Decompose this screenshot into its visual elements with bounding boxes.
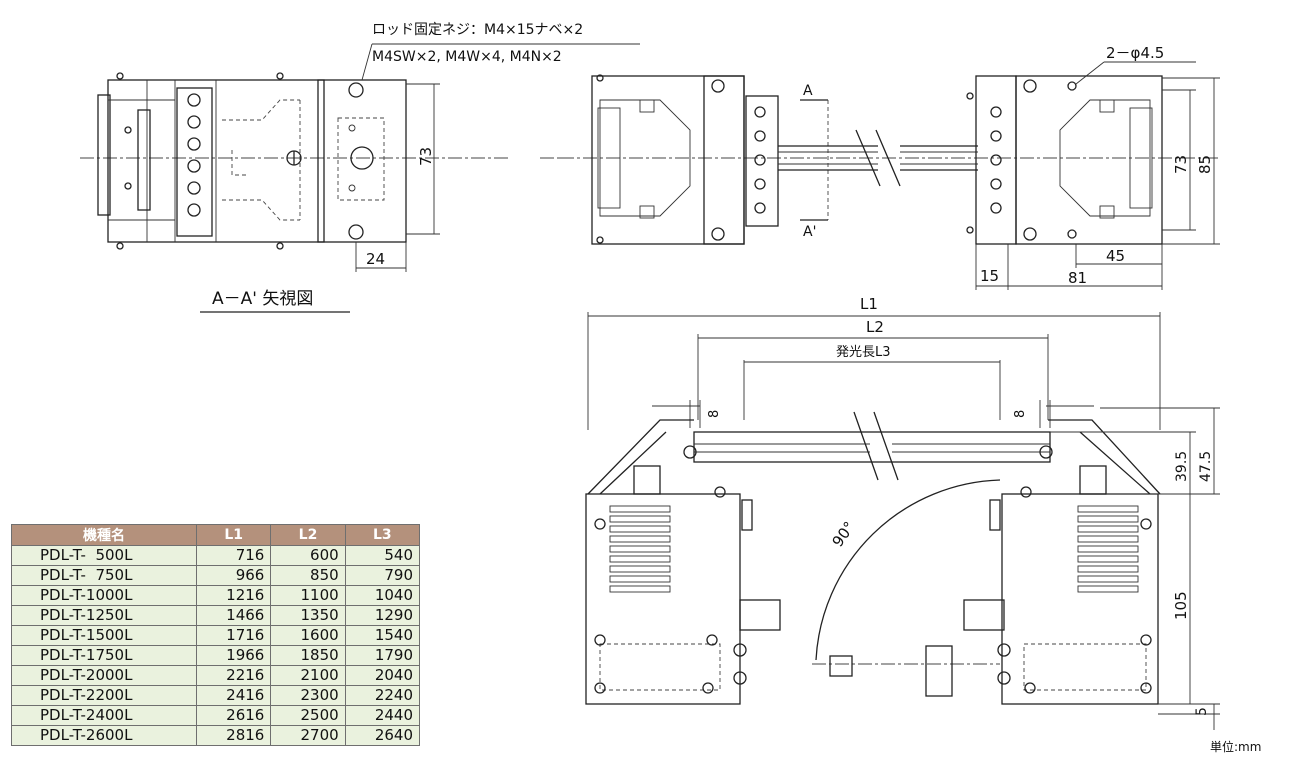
cell-l2: 2700 — [270, 725, 346, 746]
cell-l1: 1466 — [196, 605, 272, 626]
cell-l1: 2816 — [196, 725, 272, 746]
dim-81: 81 — [1068, 269, 1087, 287]
cell-l2: 1350 — [270, 605, 346, 626]
dim-73-left: 73 — [417, 147, 435, 166]
cell-l1: 1716 — [196, 625, 272, 646]
cell-model: PDL-T- 750L — [10, 565, 198, 586]
left-terminal-screws — [754, 106, 766, 214]
cell-l1: 966 — [196, 565, 272, 586]
left-vent-slots — [609, 505, 671, 593]
right-vent-slots — [1077, 505, 1139, 593]
dim-8-left: 8 — [707, 410, 722, 418]
cell-l1: 2616 — [196, 705, 272, 726]
cell-l3: 540 — [344, 545, 421, 566]
dim-47-5: 47.5 — [1198, 451, 1214, 482]
rod-screw-note-1: ロッド固定ネジ：M4×15ナベ×2 — [372, 22, 583, 38]
cell-l2: 1850 — [270, 645, 346, 666]
dim-24: 24 — [366, 250, 385, 268]
cell-model: PDL-T-2400L — [10, 705, 198, 726]
cell-l2: 2500 — [270, 705, 346, 726]
cell-l1: 1216 — [196, 585, 272, 606]
cell-model: PDL-T-2000L — [10, 665, 198, 686]
section-mark-a: A — [803, 83, 813, 99]
cell-model: PDL-T-2200L — [10, 685, 198, 706]
cell-model: PDL-T-2600L — [10, 725, 198, 746]
cell-l2: 2100 — [270, 665, 346, 686]
dim-15: 15 — [980, 267, 999, 285]
right-terminal-screws — [990, 106, 1002, 214]
dim-105: 105 — [1172, 591, 1190, 620]
cell-l3: 2040 — [344, 665, 421, 686]
section-view-aa: 73 24 ロッド固定ネジ：M4×15ナベ×2 M4SW×2, M4W×4, M… — [80, 22, 640, 313]
section-mark-a-prime: A' — [803, 224, 816, 240]
rod-screw-note-2: M4SW×2, M4W×4, M4N×2 — [372, 49, 562, 65]
cell-model: PDL-T-1500L — [10, 625, 198, 646]
cell-l2: 1600 — [270, 625, 346, 646]
cell-l2: 1100 — [270, 585, 346, 606]
header-l3: L3 — [344, 524, 421, 546]
view-title: A－A' 矢視図 — [212, 289, 313, 309]
dim-5: 5 — [1194, 707, 1210, 716]
cell-l1: 1966 — [196, 645, 272, 666]
cell-l2: 2300 — [270, 685, 346, 706]
dim-8-right: 8 — [1013, 410, 1028, 418]
table-header-row: 機種名 L1 L2 L3 — [10, 524, 421, 546]
cell-l2: 600 — [270, 545, 346, 566]
dim-l1: L1 — [860, 295, 878, 313]
front-view: L1 L2 発光長L3 8 8 — [585, 295, 1220, 730]
dim-73-right: 73 — [1172, 155, 1190, 174]
header-l2: L2 — [270, 524, 346, 546]
cell-l3: 2240 — [344, 685, 421, 706]
cell-model: PDL-T- 500L — [10, 545, 198, 566]
cell-l1: 2416 — [196, 685, 272, 706]
cell-l3: 790 — [344, 565, 421, 586]
dim-39-5: 39.5 — [1174, 451, 1190, 482]
unit-label: 単位:mm — [1210, 740, 1262, 754]
cell-model: PDL-T-1750L — [10, 645, 198, 666]
cell-l3: 2440 — [344, 705, 421, 726]
dim-85: 85 — [1196, 155, 1214, 174]
dim-l3: 発光長L3 — [836, 345, 891, 360]
cell-l1: 716 — [196, 545, 272, 566]
cell-l3: 2640 — [344, 725, 421, 746]
header-l1: L1 — [196, 524, 272, 546]
cell-l3: 1290 — [344, 605, 421, 626]
cell-l1: 2216 — [196, 665, 272, 686]
dim-l2: L2 — [866, 318, 884, 336]
cell-l3: 1790 — [344, 645, 421, 666]
cell-model: PDL-T-1250L — [10, 605, 198, 626]
header-model: 機種名 — [10, 524, 198, 546]
hole-note: 2－φ4.5 — [1106, 44, 1164, 62]
terminal-screws — [187, 93, 201, 217]
angle-90: 90° — [829, 518, 859, 550]
dim-45: 45 — [1106, 247, 1125, 265]
top-view: A A' 2－φ4.5 — [560, 44, 1220, 290]
cell-l3: 1040 — [344, 585, 421, 606]
cell-model: PDL-T-1000L — [10, 585, 198, 606]
cell-l2: 850 — [270, 565, 346, 586]
cell-l3: 1540 — [344, 625, 421, 646]
